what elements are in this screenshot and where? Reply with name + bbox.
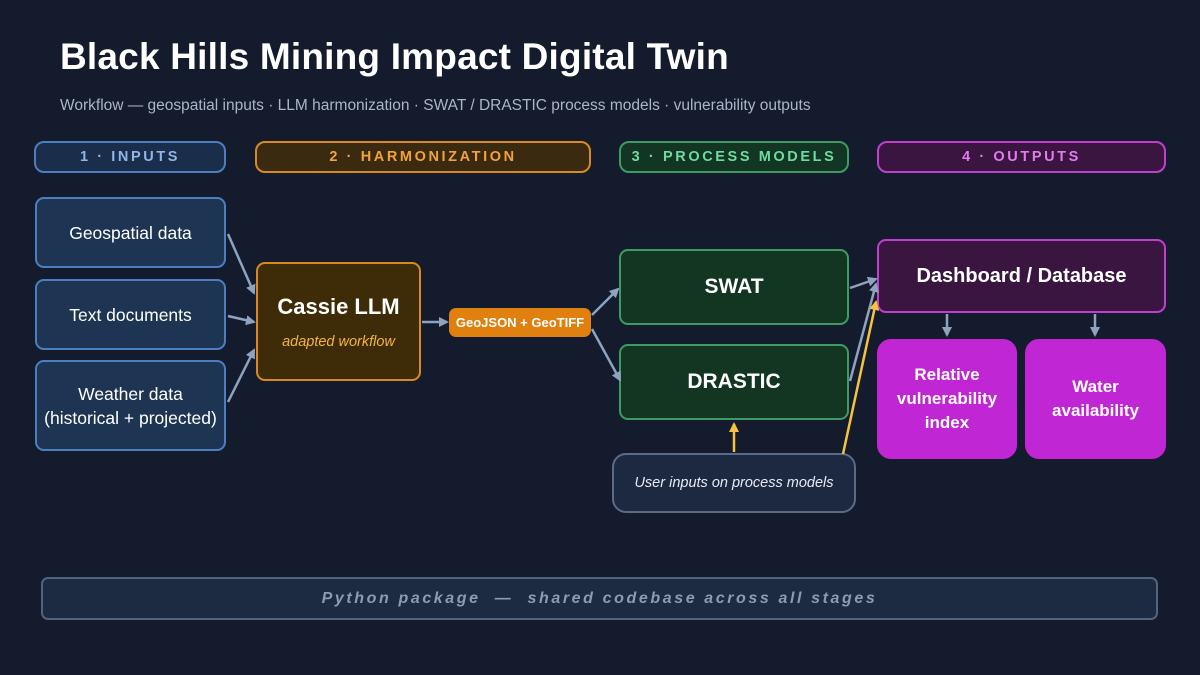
input-text-documents: Text documents [35,279,226,350]
python-package-label: Python package — shared codebase across … [321,589,878,607]
cassie-llm-title: Cassie LLM [277,293,400,319]
arrow-swat-to-dashboard [849,276,878,290]
relative-vulnerability-index-box: Relative vulnerability index [877,339,1017,459]
input-text-documents-label: Text documents [69,304,192,325]
stage-header-outputs: 4 · OUTPUTS [877,141,1166,173]
arrow-badge-to-drastic [590,328,622,382]
arrow-drastic-to-dashboard [848,282,879,382]
water-label-line2: availability [1052,401,1139,420]
drastic-label: DRASTIC [687,370,781,393]
dashboard-database-label: Dashboard / Database [916,264,1127,287]
arrow-badge-to-swat [591,287,620,316]
page-subtitle: Workflow — geospatial inputs · LLM harmo… [60,97,811,114]
drastic-model-box: DRASTIC [619,344,849,420]
input-weather-data: Weather data (historical + projected) [35,360,226,451]
water-availability-box: Water availability [1025,339,1166,459]
swat-model-box: SWAT [619,249,849,325]
input-geospatial-label: Geospatial data [69,222,192,243]
input-geospatial-data: Geospatial data [35,197,226,268]
page-title: Black Hills Mining Impact Digital Twin [60,36,729,77]
arrow-text-to-llm [227,314,256,326]
geojson-geotiff-badge: GeoJSON + GeoTIFF [449,308,591,337]
vulnerability-label-line2: vulnerability [896,389,998,408]
user-inputs-label: User inputs on process models [634,475,834,491]
user-inputs-box: User inputs on process models [612,453,856,513]
vulnerability-label-line3: index [924,413,970,432]
vulnerability-label-line1: Relative [914,365,980,384]
swat-label: SWAT [704,275,764,298]
dashboard-database-box: Dashboard / Database [877,239,1166,313]
stage-header-harmonization: 2 · HARMONIZATION [255,141,591,173]
arrow-geospatial-to-llm [226,233,256,295]
input-weather-label-line1: Weather data [78,383,183,404]
input-weather-label-line2: (historical + projected) [44,407,217,428]
stage-header-process-models: 3 · PROCESS MODELS [619,141,849,173]
stage-header-inputs: 1 · INPUTS [34,141,226,173]
arrow-weather-to-llm [226,348,256,403]
cassie-llm-box: Cassie LLM adapted workflow [256,262,421,381]
water-label-line1: Water [1072,377,1119,396]
python-package-footer: Python package — shared codebase across … [41,577,1158,620]
cassie-llm-subtitle: adapted workflow [282,333,395,350]
